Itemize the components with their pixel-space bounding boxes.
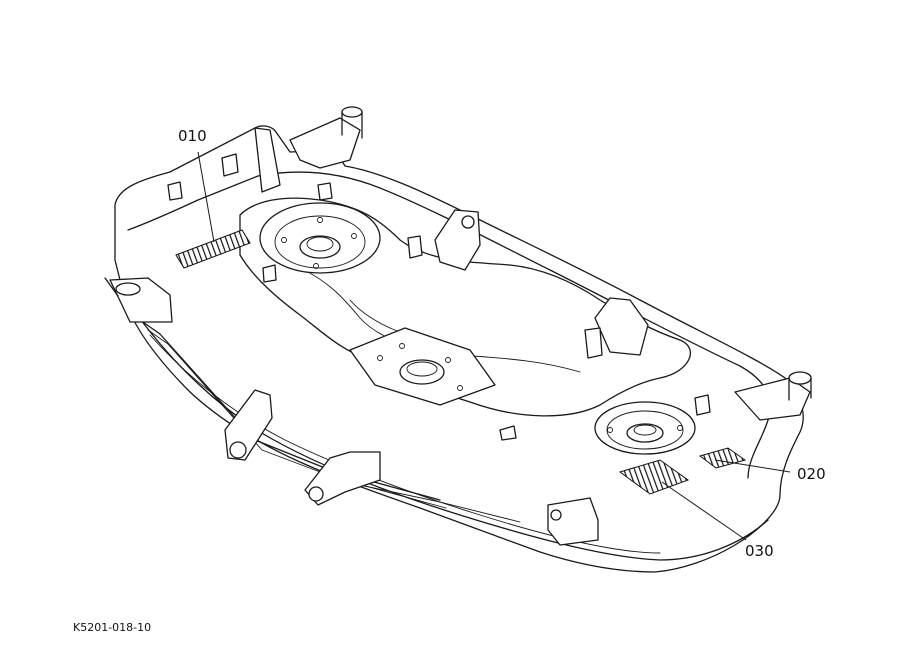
right-spindle xyxy=(594,401,696,455)
left-spindle xyxy=(259,202,381,274)
decals xyxy=(175,229,747,495)
leader-lines xyxy=(197,151,791,541)
callout-010: 010 xyxy=(178,127,207,145)
callout-030: 030 xyxy=(745,542,774,560)
decal-010 xyxy=(175,229,251,269)
decal-030 xyxy=(618,459,690,495)
callout-020: 020 xyxy=(797,465,826,483)
figure-number: K5201-018-10 xyxy=(73,621,151,634)
brackets xyxy=(104,106,812,546)
center-spindle xyxy=(349,327,496,406)
